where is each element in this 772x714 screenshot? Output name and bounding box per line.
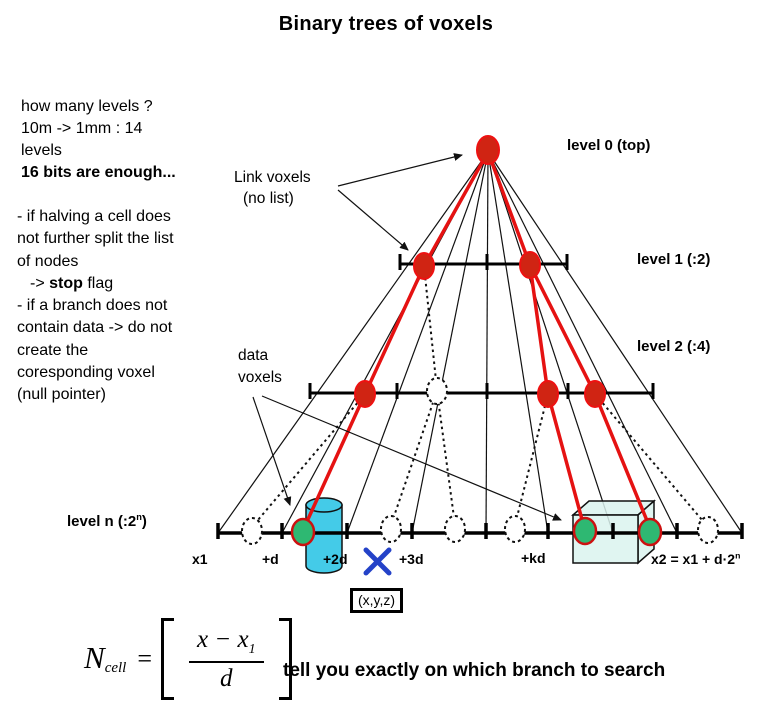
- note-line: of nodes: [17, 252, 79, 270]
- stop-pre: ->: [30, 274, 50, 292]
- notes-rules: - if halving a cell does not further spl…: [17, 206, 174, 407]
- formula-fraction: x − x1 d: [183, 626, 270, 693]
- note-line: coresponding voxel: [17, 364, 155, 382]
- note-line: contain data -> do not: [17, 319, 173, 337]
- leveln-base: level n (:2: [67, 513, 137, 530]
- note-line: 10m -> 1mm : 14: [21, 120, 143, 137]
- data-cylinder: [305, 497, 343, 574]
- formula-numerator: x − x1: [189, 626, 264, 663]
- query-cross-icon: [363, 547, 392, 576]
- note-line: - if halving a cell does: [17, 208, 171, 225]
- data-voxels-label: data: [238, 347, 269, 364]
- note-line-stop: -> stop flag: [30, 273, 174, 295]
- formula-n-sub: cell: [104, 660, 127, 677]
- bracket-right: [278, 618, 292, 700]
- level0-label: level 0 (top): [567, 137, 651, 154]
- annotation-arrows: [252, 153, 562, 521]
- notes-levels: how many levels ? 10m -> 1mm : 14 levels…: [21, 96, 176, 184]
- ncell-formula: Ncell = x − x1 d: [84, 618, 292, 700]
- null-voxel-nodes: [241, 377, 719, 545]
- leveln-label: level n (:2n): [67, 512, 147, 530]
- formula-denominator: d: [220, 664, 233, 692]
- stop-word: stop: [49, 274, 83, 292]
- note-line: (null pointer): [17, 386, 106, 404]
- leveln-sup: n: [136, 512, 142, 522]
- query-point-label: (x,y,z): [350, 588, 404, 613]
- note-line: not further split the list: [17, 230, 174, 248]
- leveln-close: ): [141, 513, 147, 530]
- null-branches: [251, 265, 709, 528]
- x2-base: x2 = x1 + d·2: [651, 551, 736, 567]
- page-title: Binary trees of voxels: [278, 13, 494, 35]
- stop-post: flag: [82, 274, 114, 292]
- note-line: - if a branch does not: [17, 297, 168, 315]
- note-line: create the: [17, 341, 89, 359]
- formula-caption: tell you exactly on which branch to sear…: [283, 660, 666, 681]
- numerator-sub: 1: [248, 641, 256, 657]
- axis-label-d: +d: [262, 551, 279, 567]
- note-line: levels: [21, 142, 62, 159]
- axis-label-x2: x2 = x1 + d·2n: [651, 551, 740, 567]
- level1-label: level 1 (:2): [637, 251, 711, 268]
- link-voxel-nodes: [354, 135, 606, 408]
- link-voxels-label-2: (no list): [243, 190, 294, 207]
- axis-label-3d: +3d: [399, 551, 424, 567]
- axis-label-2d: +2d: [323, 551, 348, 567]
- link-voxels-label: Link voxels: [234, 169, 311, 186]
- axis-label-kd: +kd: [521, 550, 546, 566]
- axis-label-x1: x1: [192, 551, 208, 567]
- x2-sup: n: [735, 550, 741, 561]
- bracket-left: [161, 618, 175, 700]
- level2-label: level 2 (:4): [637, 338, 711, 355]
- data-voxels-label-2: voxels: [238, 369, 282, 386]
- note-line: how many levels ?: [21, 98, 153, 115]
- formula-equals: =: [137, 644, 153, 673]
- formula-n: Ncell: [84, 640, 127, 677]
- note-line-bits: 16 bits are enough...: [21, 164, 176, 181]
- data-voxel-nodes: [290, 516, 663, 547]
